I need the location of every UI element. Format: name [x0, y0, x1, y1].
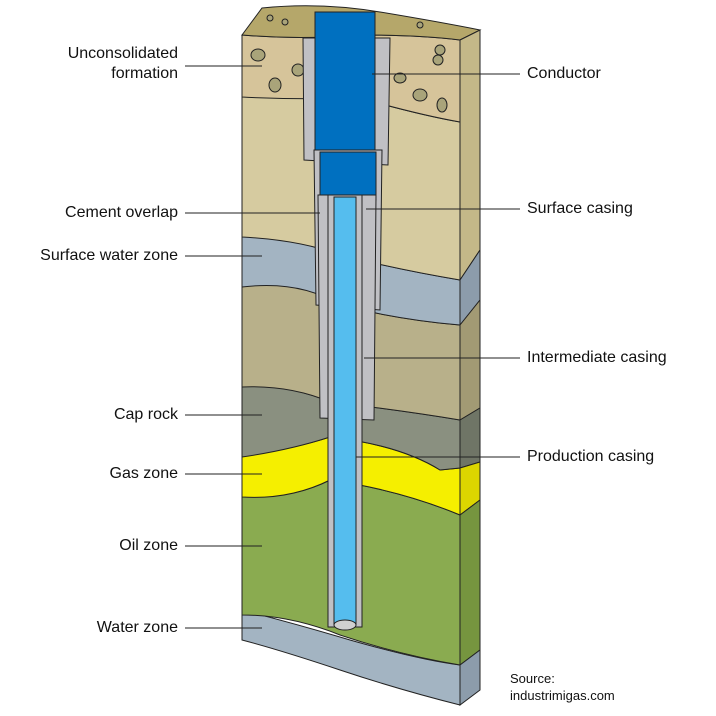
- rock-fragments: [250, 14, 448, 113]
- conductor-pipe: [314, 11, 376, 163]
- label-water-zone: Water zone: [96, 619, 178, 636]
- source-credit: Source: industrimigas.com: [510, 670, 615, 704]
- source-site: industrimigas.com: [510, 688, 615, 703]
- surface-casing-pipe: [319, 151, 377, 201]
- leader-lines: [185, 65, 520, 629]
- label-conductor: Conductor: [527, 65, 601, 82]
- label-cap-rock: Cap rock: [113, 406, 178, 423]
- production-casing-bore: [333, 196, 357, 626]
- label-unconsolidated-formation: Unconsolidated formation: [67, 45, 178, 82]
- side-face-water-zone: [459, 649, 481, 706]
- side-face-oil: [459, 499, 481, 666]
- source-label: Source:: [510, 671, 555, 686]
- label-gas-zone: Gas zone: [109, 465, 178, 482]
- label-oil-zone: Oil zone: [119, 537, 178, 554]
- label-production-casing: Production casing: [527, 448, 655, 465]
- label-surface-casing: Surface casing: [527, 200, 633, 217]
- side-face-upper: [459, 29, 481, 282]
- label-cement-overlap: Cement overlap: [65, 204, 178, 221]
- production-casing-bottom: [333, 619, 357, 631]
- label-intermediate-casing: Intermediate casing: [527, 349, 667, 366]
- label-surface-water-zone: Surface water zone: [40, 247, 178, 264]
